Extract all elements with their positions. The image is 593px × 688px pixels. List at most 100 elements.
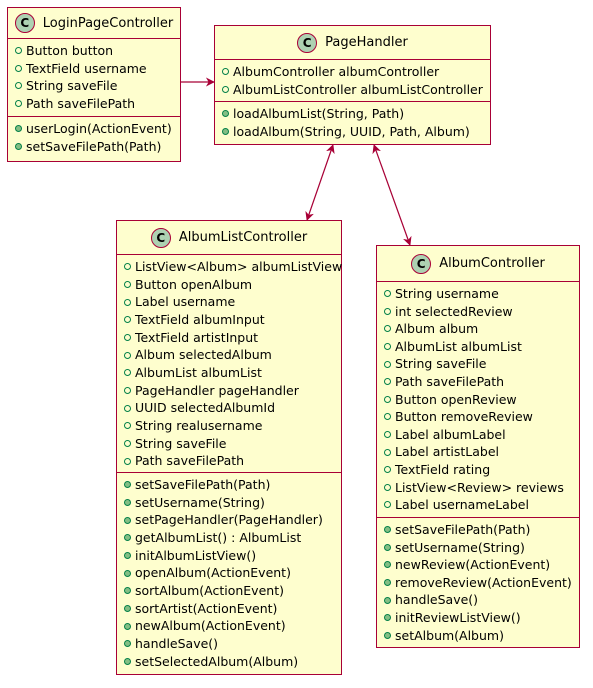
public-method-icon xyxy=(124,657,131,665)
method-row: removeReview(ActionEvent) xyxy=(384,574,579,592)
field-row: AlbumListController albumListController xyxy=(222,81,490,99)
method-row: newAlbum(ActionEvent) xyxy=(124,617,341,635)
method-row: setPageHandler(PageHandler) xyxy=(124,511,341,529)
link-pagehandler-albumlist xyxy=(305,144,335,221)
field-row: Button openReview xyxy=(384,391,579,409)
public-field-icon xyxy=(15,99,22,107)
class-name: AlbumController xyxy=(439,256,545,271)
public-method-icon xyxy=(124,516,131,524)
public-method-icon xyxy=(124,498,131,506)
public-field-icon xyxy=(124,457,131,465)
class-name: AlbumListController xyxy=(178,230,308,245)
public-method-icon xyxy=(222,110,229,118)
class-header: C PageHandler xyxy=(215,26,490,60)
field-row: ListView<Review> reviews xyxy=(384,479,579,497)
method-list: setSaveFilePath(Path) setUsername(String… xyxy=(117,473,341,673)
public-field-icon xyxy=(124,316,131,324)
public-field-icon xyxy=(384,448,391,456)
public-method-icon xyxy=(384,579,391,587)
method-row: setAlbum(Album) xyxy=(384,627,579,645)
field-row: AlbumList albumList xyxy=(384,338,579,356)
link-pagehandler-album xyxy=(372,144,412,246)
class-header: C AlbumListController xyxy=(117,221,341,255)
field-row: String realusername xyxy=(124,417,341,435)
public-method-icon xyxy=(124,640,131,648)
method-row: newReview(ActionEvent) xyxy=(384,556,579,574)
public-method-icon xyxy=(384,631,391,639)
class-name: PageHandler xyxy=(325,35,408,50)
public-field-icon xyxy=(384,343,391,351)
method-row: setSelectedAlbum(Album) xyxy=(124,653,341,671)
method-list: loadAlbumList(String, Path) loadAlbum(St… xyxy=(215,102,490,143)
public-method-icon xyxy=(124,481,131,489)
field-row: UUID selectedAlbumId xyxy=(124,399,341,417)
method-row: loadAlbum(String, UUID, Path, Album) xyxy=(222,123,490,141)
public-method-icon xyxy=(124,604,131,612)
method-row: handleSave() xyxy=(384,591,579,609)
field-row: String saveFile xyxy=(384,355,579,373)
field-list: AlbumController albumController AlbumLis… xyxy=(215,60,490,102)
method-row: handleSave() xyxy=(124,635,341,653)
field-row: Album selectedAlbum xyxy=(124,346,341,364)
method-list: userLogin(ActionEvent) setSaveFilePath(P… xyxy=(8,117,180,158)
method-row: setSaveFilePath(Path) xyxy=(124,476,341,494)
public-field-icon xyxy=(384,290,391,298)
method-row: sortAlbum(ActionEvent) xyxy=(124,582,341,600)
class-stereotype-icon: C xyxy=(150,227,171,248)
field-row: Button openAlbum xyxy=(124,276,341,294)
public-method-icon xyxy=(384,561,391,569)
field-row: Path saveFilePath xyxy=(384,373,579,391)
class-login-page-controller: C LoginPageController Button button Text… xyxy=(7,7,181,162)
public-field-icon xyxy=(384,360,391,368)
field-row: String saveFile xyxy=(124,435,341,453)
field-row: String username xyxy=(384,285,579,303)
field-row: ListView<Album> albumListView xyxy=(124,258,342,276)
public-method-icon xyxy=(124,587,131,595)
method-row: setSaveFilePath(Path) xyxy=(15,138,180,156)
field-row: String saveFile xyxy=(15,77,180,95)
method-row: loadAlbumList(String, Path) xyxy=(222,105,490,123)
public-field-icon xyxy=(384,378,391,386)
public-field-icon xyxy=(124,439,131,447)
field-row: TextField username xyxy=(15,60,180,78)
public-field-icon xyxy=(124,351,131,359)
public-field-icon xyxy=(124,333,131,341)
field-row: TextField rating xyxy=(384,461,579,479)
public-method-icon xyxy=(384,614,391,622)
public-method-icon xyxy=(384,543,391,551)
field-row: Label username xyxy=(124,293,341,311)
class-name: LoginPageController xyxy=(42,15,174,31)
field-row: PageHandler pageHandler xyxy=(124,382,341,400)
field-list: ListView<Album> albumListView Button ope… xyxy=(117,255,342,473)
public-field-icon xyxy=(384,466,391,474)
public-field-icon xyxy=(15,64,22,72)
method-row: openAlbum(ActionEvent) xyxy=(124,564,341,582)
class-header: C AlbumController xyxy=(377,246,579,282)
public-method-icon xyxy=(15,125,22,133)
field-row: TextField artistInput xyxy=(124,329,341,347)
public-field-icon xyxy=(124,298,131,306)
class-stereotype-icon: C xyxy=(14,13,35,33)
field-list: String username int selectedReview Album… xyxy=(377,282,579,518)
method-row: getAlbumList() : AlbumList xyxy=(124,529,341,547)
public-field-icon xyxy=(384,307,391,315)
method-row: setUsername(String) xyxy=(384,539,579,557)
class-album-list-controller: C AlbumListController ListView<Album> al… xyxy=(116,220,342,675)
field-row: Label usernameLabel xyxy=(384,496,579,514)
field-row: AlbumList albumList xyxy=(124,364,341,382)
class-page-handler: C PageHandler AlbumController albumContr… xyxy=(214,25,491,145)
public-field-icon xyxy=(384,483,391,491)
public-field-icon xyxy=(15,47,22,55)
public-field-icon xyxy=(124,422,131,430)
public-field-icon xyxy=(384,395,391,403)
public-field-icon xyxy=(15,82,22,90)
method-row: setSaveFilePath(Path) xyxy=(384,521,579,539)
public-method-icon xyxy=(384,526,391,534)
public-method-icon xyxy=(124,569,131,577)
method-row: initAlbumListView() xyxy=(124,547,341,565)
field-row: Label artistLabel xyxy=(384,443,579,461)
public-method-icon xyxy=(124,622,131,630)
public-field-icon xyxy=(222,85,229,93)
method-row: sortArtist(ActionEvent) xyxy=(124,600,341,618)
